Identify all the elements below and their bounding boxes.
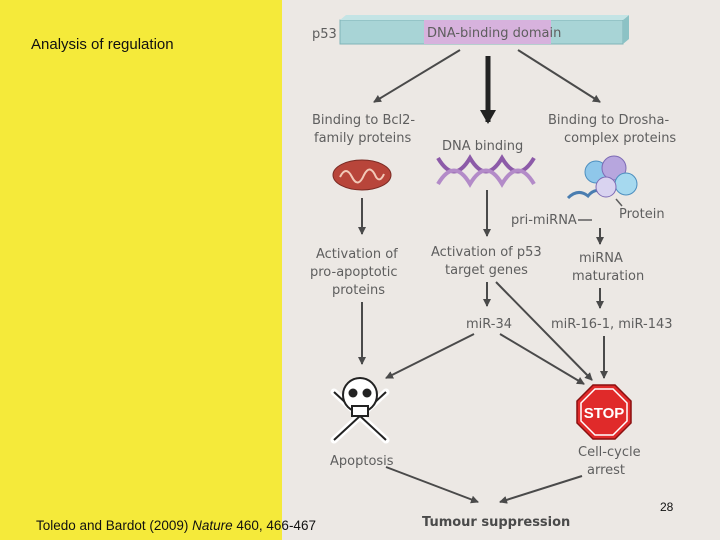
arrow-mir34-to-apoptosis [385,333,475,379]
citation-volume: 460, 466-467 [232,518,316,533]
p53-diagram: p53 DNA-binding domain Binding to Bcl2- … [282,0,720,540]
arrest-line1: Cell-cycle [578,445,641,460]
arrow-to-drosha [517,49,601,103]
tumour-suppression-label: Tumour suppression [422,515,570,530]
arrow-arrest-to-suppression [499,475,583,504]
protein-pointer [615,198,623,207]
arrow-to-bcl2 [373,49,461,103]
stop-sign-text: STOP [584,405,625,422]
mitochondrion-icon [332,159,392,191]
dna-helix-icon [436,154,536,188]
mir34-label: miR-34 [466,317,512,332]
p53-label: p53 [312,27,337,42]
stop-sign-icon: STOP [576,384,632,440]
activation-left-line1: Activation of [316,247,398,262]
bcl2-binding-line1: Binding to Bcl2- [312,113,415,128]
drosha-binding-line2: complex proteins [564,131,676,146]
arrow-activation-to-arrest [495,281,593,381]
arrow-mir34-to-arrest [499,333,585,385]
activation-left-line3: proteins [332,283,385,298]
drosha-complex-icon [566,155,638,200]
slide-title: Analysis of regulation [31,36,174,53]
activation-middle-line2: target genes [445,263,528,278]
citation-journal: Nature [192,518,233,533]
drosha-binding-line1: Binding to Drosha- [548,113,669,128]
arrow-apoptosis-to-suppression [385,466,479,504]
activation-left-line2: pro-apoptotic [310,265,398,280]
dna-binding-domain-label: DNA-binding domain [427,26,561,41]
mir16-label: miR-16-1, miR-143 [551,317,673,332]
pri-mirna-label: pri-miRNA [511,213,577,228]
apoptosis-label: Apoptosis [330,454,394,469]
arrest-line2: arrest [587,463,625,478]
maturation-line2: maturation [572,269,644,284]
dna-binding-label: DNA binding [442,139,523,154]
diagram-canvas: p53 DNA-binding domain Binding to Bcl2- … [310,15,676,530]
protein-label: Protein [619,207,665,222]
domain-bar: DNA-binding domain [339,15,629,45]
citation-authors: Toledo and Bardot (2009) [36,518,193,533]
skull-crossbones-icon [330,377,390,444]
page-number: 28 [660,500,674,514]
activation-middle-line1: Activation of p53 [431,245,542,260]
maturation-line1: miRNA [579,251,623,266]
citation: Toledo and Bardot (2009) Nature 460, 466… [36,518,316,533]
bcl2-binding-line2: family proteins [314,131,411,146]
